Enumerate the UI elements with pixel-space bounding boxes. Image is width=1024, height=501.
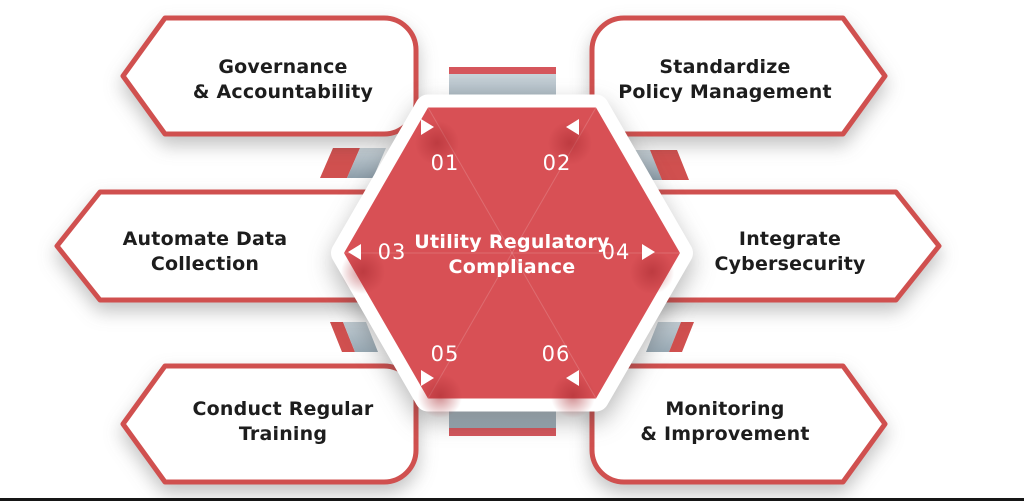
glow-spot (340, 249, 386, 295)
banner-integrate-line1: Integrate (738, 227, 842, 250)
banner-automate-line2: Collection (150, 253, 260, 275)
banner-standardize-line2: Policy Management (618, 81, 832, 103)
diagram-title: Utility Regulatory Compliance (392, 229, 632, 281)
connector-right-bottom-slate (646, 322, 681, 352)
banner-training-label: Conduct Regular Training (128, 392, 438, 452)
connector-left-bottom-red (330, 322, 355, 352)
arrow-right-icon (421, 119, 434, 135)
diagram-title-line2: Compliance (448, 256, 576, 278)
banner-training-line2: Training (238, 423, 328, 445)
step-number-06: 06 (541, 342, 571, 366)
connector-bottom-red-cap (449, 428, 556, 436)
diagram-title-line1: Utility Regulatory (414, 231, 610, 254)
bottom-border-line (0, 498, 1024, 501)
banner-standardize-label: Standardize Policy Management (570, 50, 880, 110)
banner-automate-label: Automate Data Collection (60, 222, 350, 282)
step-number-04: 04 (601, 240, 631, 264)
banner-governance-shape (120, 15, 419, 137)
arrow-right-icon (642, 244, 655, 260)
arrow-right-icon (421, 370, 434, 386)
banner-training-shape (120, 363, 419, 485)
step-number-02: 02 (542, 151, 572, 175)
step-number-01: 01 (430, 151, 460, 175)
arrow-left-icon (566, 119, 579, 135)
banner-governance-label: Governance & Accountability (128, 50, 438, 110)
arrow-left-icon (348, 244, 361, 260)
connector-right-bottom-red (669, 322, 694, 352)
banner-governance-line2: & Accountability (192, 81, 374, 103)
connector-left-bottom-slate (343, 322, 378, 352)
banner-monitoring-line1: Monitoring (665, 397, 785, 420)
banner-governance-line1: Governance (218, 55, 348, 78)
banner-training-line1: Conduct Regular (192, 397, 374, 420)
banner-integrate-label: Integrate Cybersecurity (645, 222, 935, 282)
arrow-left-icon (566, 370, 579, 386)
connector-left-top-red (320, 148, 360, 178)
banner-monitoring-label: Monitoring & Improvement (570, 392, 880, 452)
banner-integrate-line2: Cybersecurity (714, 253, 866, 275)
step-number-05: 05 (430, 342, 460, 366)
connector-top-red-cap (449, 67, 556, 74)
connector-left-top-slate (347, 148, 386, 178)
banner-monitoring-line2: & Improvement (640, 423, 810, 445)
banner-automate-line1: Automate Data (122, 227, 288, 250)
banner-standardize-line1: Standardize (659, 55, 791, 78)
step-number-03: 03 (377, 240, 407, 264)
connector-right-top-red (650, 150, 689, 180)
